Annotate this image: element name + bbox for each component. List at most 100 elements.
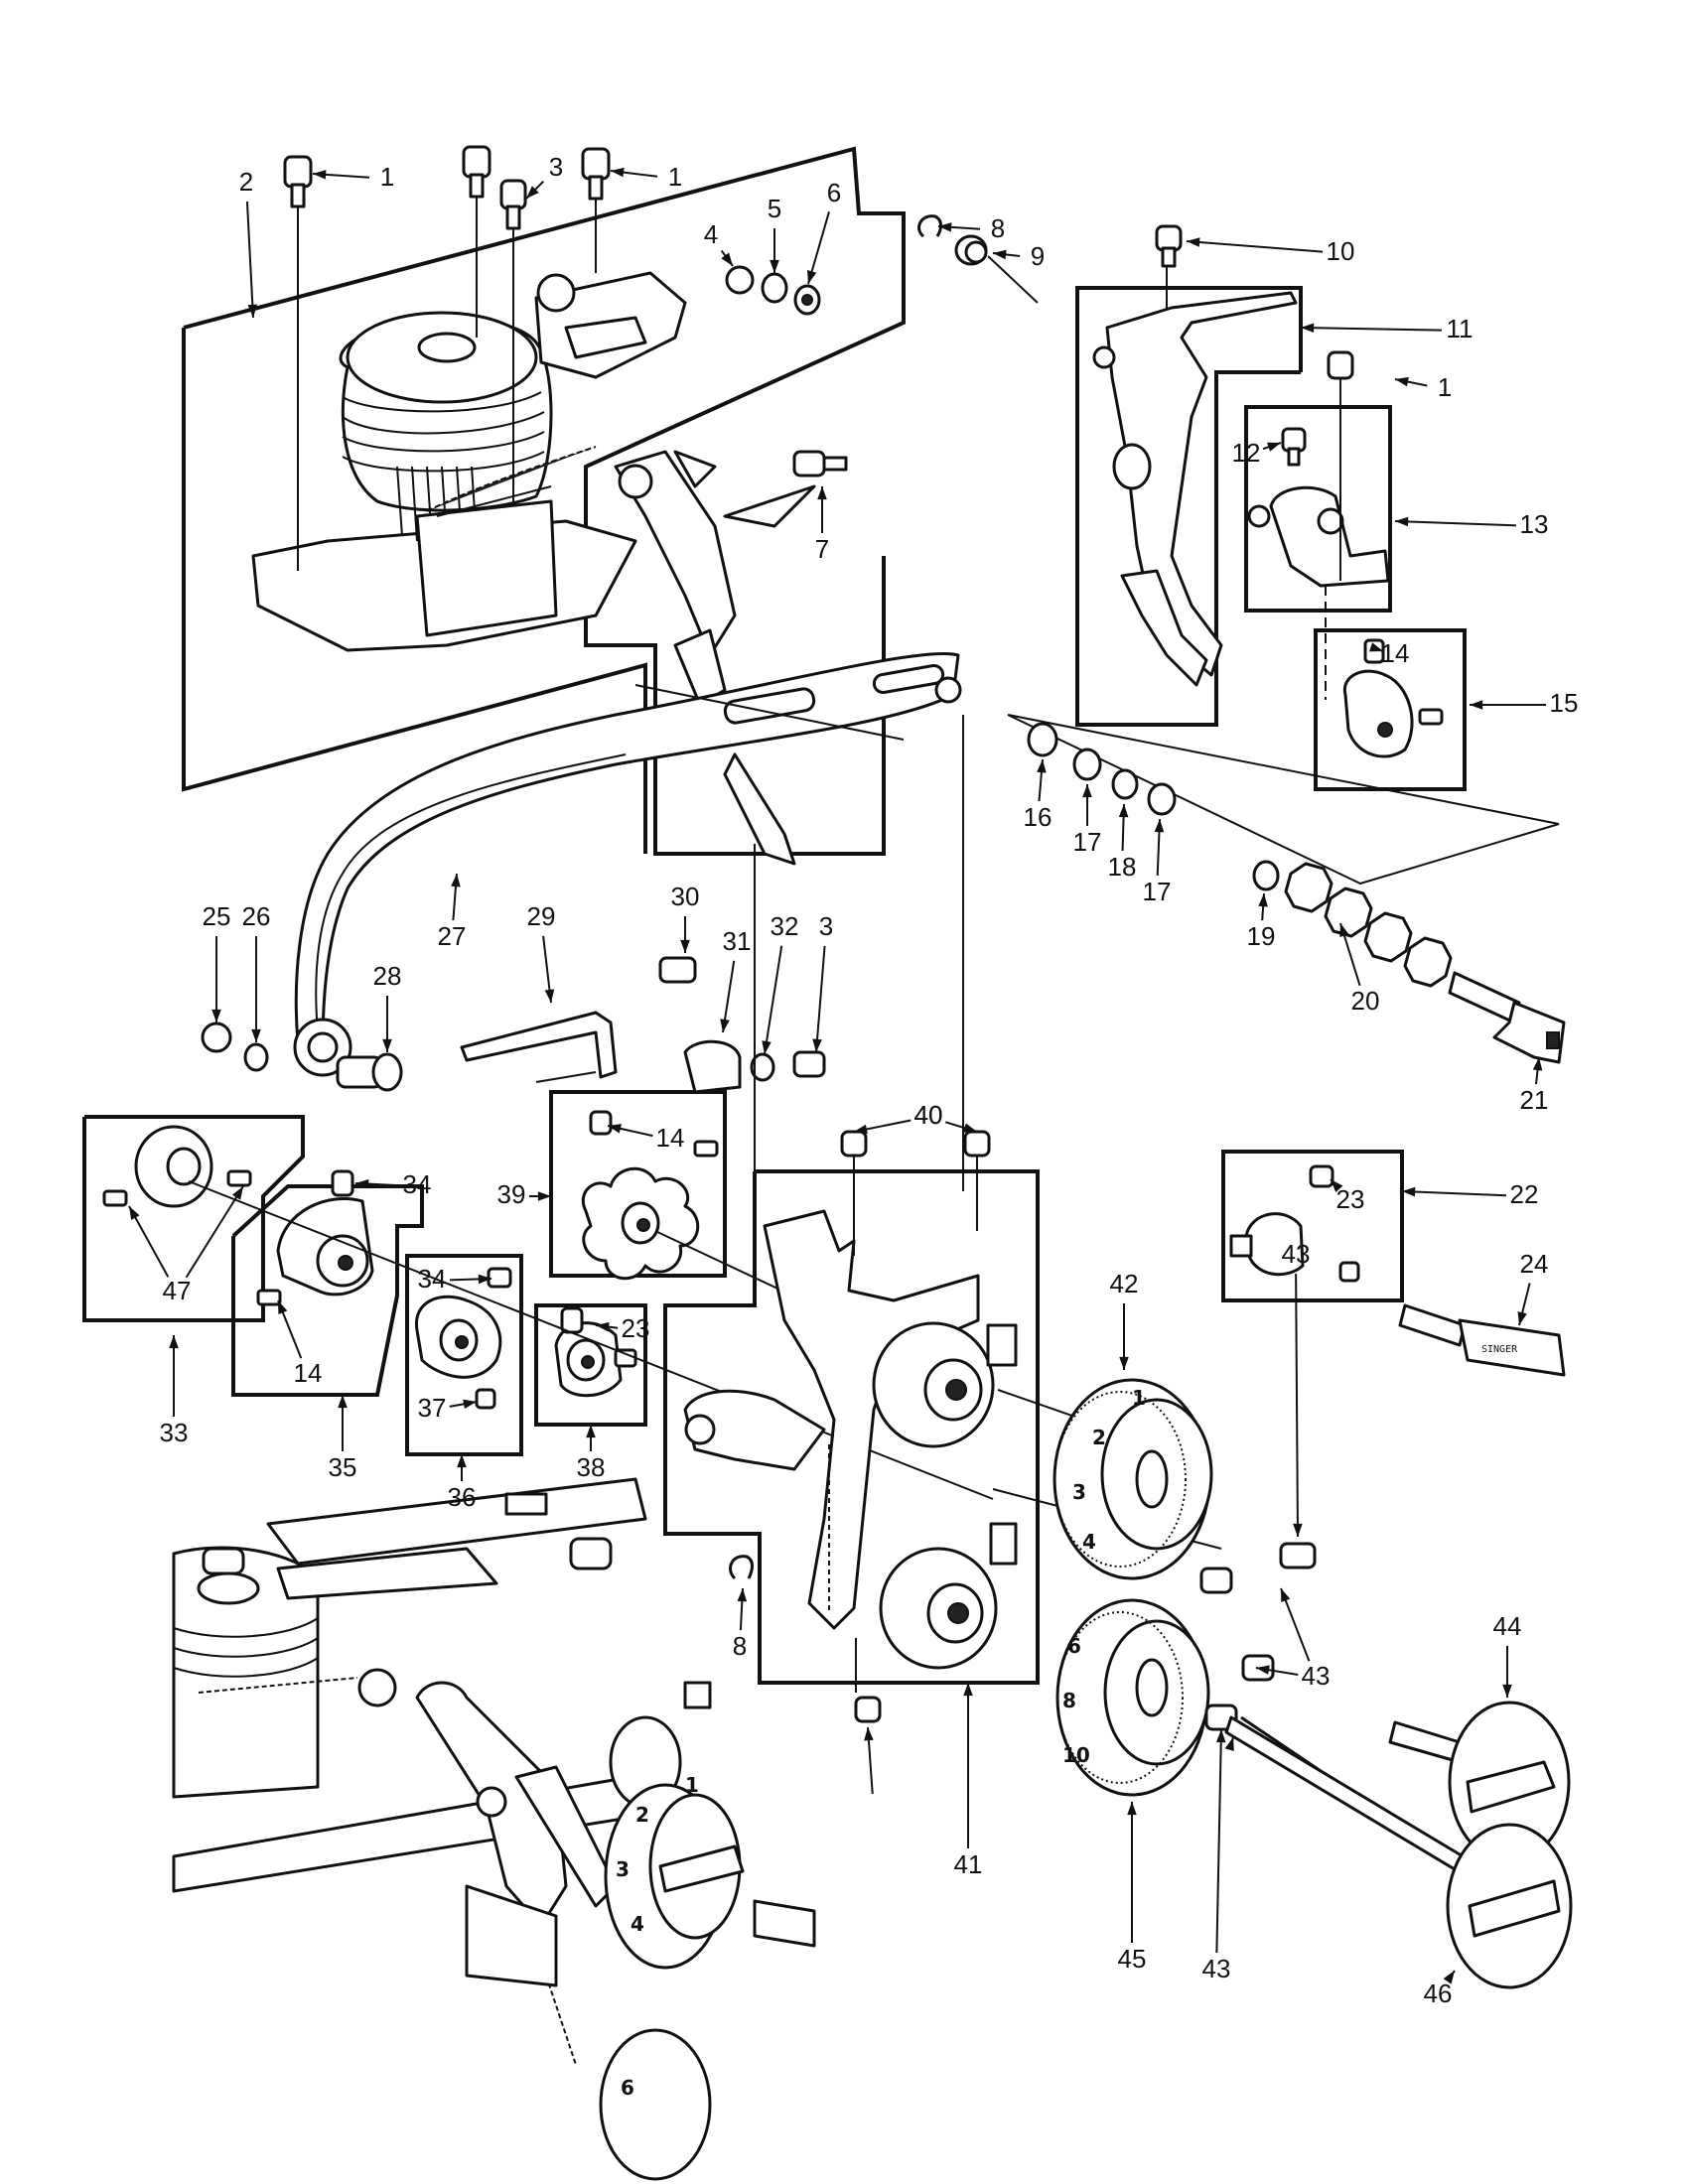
callout-12: 12: [1232, 438, 1261, 468]
callout-23: 23: [622, 1313, 650, 1343]
arrow-head: [1256, 1665, 1270, 1675]
block-31: [683, 1039, 742, 1094]
stud-28: [336, 1052, 403, 1092]
callout-34: 34: [403, 1169, 432, 1199]
arrow-head: [1293, 1523, 1303, 1537]
dial-42-mark: 1: [1132, 1386, 1146, 1410]
spring-29: [460, 1011, 618, 1083]
callout-27: 27: [438, 921, 467, 951]
arrow-head: [737, 1588, 748, 1602]
screw-1-right: [581, 147, 611, 273]
arrow-head: [231, 1186, 243, 1200]
leader-line: [1394, 520, 1517, 527]
frame-part-13: [1244, 405, 1392, 613]
arrow-head: [1118, 804, 1129, 818]
arrow-head: [1258, 893, 1268, 907]
dial-42-mark: 4: [1082, 1530, 1096, 1554]
arrow-head: [1127, 1802, 1137, 1816]
knob-46: [1224, 1715, 1573, 1989]
arrow-head: [720, 1019, 730, 1032]
arrow-head: [247, 304, 258, 318]
arrow-head: [169, 1335, 179, 1349]
arrow-head: [608, 1124, 622, 1134]
arrow-head: [993, 249, 1007, 260]
screw-7: [792, 450, 848, 478]
arrow-head: [544, 989, 555, 1003]
assembled-dial-mark: 1: [685, 1773, 699, 1797]
arrow-head: [251, 1028, 261, 1042]
callout-41: 41: [954, 1849, 983, 1879]
frame-part-22: [1221, 1150, 1404, 1302]
arrow-head: [1443, 1971, 1455, 1984]
screw-3-top: [499, 179, 527, 506]
frame-part-11: [1075, 286, 1303, 727]
leader-line: [815, 945, 826, 1053]
arrow-head: [854, 1124, 868, 1135]
dial-45-mark: 6: [1067, 1634, 1081, 1658]
callout-39: 39: [497, 1179, 526, 1209]
arrow-head: [807, 270, 817, 284]
callout-37: 37: [418, 1393, 447, 1423]
callout-9: 9: [1031, 241, 1045, 271]
cam-stack-assembly: [251, 271, 816, 707]
arrow-head: [1402, 1186, 1416, 1197]
assembled-dial-mark: 6: [621, 2076, 634, 2100]
arrow-head: [1082, 784, 1092, 798]
callout-17: 17: [1073, 827, 1102, 857]
dial-45-mark: 8: [1062, 1689, 1076, 1712]
callout-10: 10: [1327, 236, 1355, 266]
leader-line: [1401, 1190, 1507, 1197]
arrow-head: [1517, 1311, 1527, 1325]
callout-15: 15: [1550, 688, 1579, 718]
bushing-9: [954, 234, 1039, 304]
dial-42-mark: 3: [1072, 1480, 1086, 1504]
arrow-head: [762, 1040, 772, 1054]
arrow-head: [537, 1191, 551, 1201]
cam-39: [581, 1110, 719, 1281]
arrow-head: [721, 252, 733, 266]
bracket-13: [1247, 350, 1390, 588]
callout-1: 1: [1438, 372, 1452, 402]
assembled-dial-mark: 2: [635, 1803, 649, 1827]
callout-36: 36: [448, 1482, 477, 1512]
callout-29: 29: [527, 901, 556, 931]
leader-line: [1295, 1273, 1299, 1538]
arrow-head: [1154, 819, 1165, 833]
shaft-21: [1448, 971, 1566, 1064]
cam-47: [102, 1125, 252, 1208]
assembled-view: 1 2 3 4 6: [172, 1477, 816, 2181]
dial-45: 6 8 10: [1055, 1598, 1210, 1797]
arrow-head: [338, 1395, 348, 1409]
callout-14: 14: [656, 1123, 685, 1153]
screw-40-left: [840, 1130, 868, 1256]
knob-stub-22: [1229, 1164, 1360, 1283]
arrow-head: [864, 1727, 874, 1741]
dial-42-mark: 2: [1092, 1426, 1106, 1449]
arrow-head: [129, 1206, 140, 1220]
screw-43-a: [1279, 1542, 1317, 1570]
arrow-head: [1119, 1356, 1129, 1370]
callout-20: 20: [1351, 986, 1380, 1016]
arrow-head: [1281, 1588, 1291, 1602]
arrow-head: [611, 167, 625, 178]
callout-33: 33: [160, 1418, 189, 1447]
callout-40: 40: [914, 1100, 943, 1130]
callout-2: 2: [239, 167, 253, 197]
callout-46: 46: [1424, 1979, 1453, 2008]
callout-26: 26: [242, 901, 271, 931]
arrow-head: [457, 1454, 467, 1468]
arrow-head: [1502, 1684, 1512, 1698]
screw-10: [1155, 224, 1183, 268]
arrow-head: [963, 1683, 973, 1697]
arrow-head: [463, 1399, 477, 1410]
arrow-head: [817, 486, 827, 500]
knob-logo: SINGER: [1481, 1344, 1518, 1355]
washer-26: [243, 1042, 269, 1072]
assembled-dial-mark: 4: [631, 1912, 644, 1936]
arrow-head: [1301, 323, 1315, 334]
callout-43: 43: [1302, 1661, 1331, 1691]
leader-lines: [128, 167, 1546, 1984]
leader-line: [128, 1205, 170, 1278]
callout-35: 35: [329, 1452, 357, 1482]
